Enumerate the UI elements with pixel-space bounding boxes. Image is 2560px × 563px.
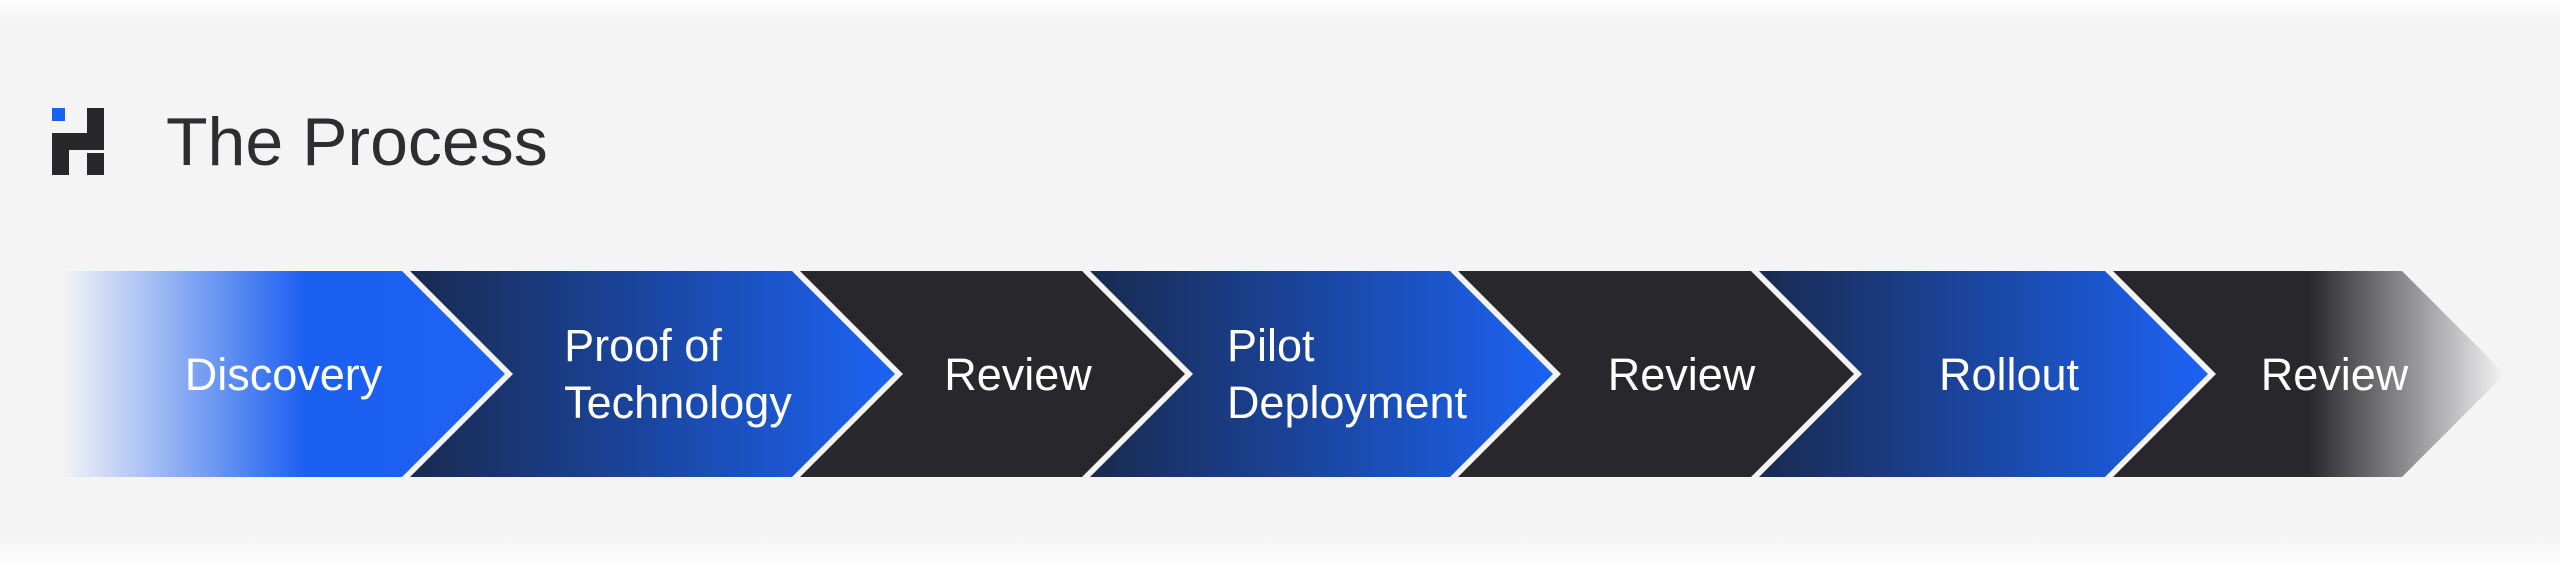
chevron-pilot-deployment	[1090, 271, 1553, 477]
logo-blue-square	[52, 108, 65, 121]
page-title: The Process	[166, 103, 548, 180]
chevron-rollout	[1759, 271, 2208, 477]
logo-left-bar	[52, 133, 69, 175]
chevron-review-2	[1458, 271, 1854, 477]
chevron-review-3	[2113, 271, 2505, 477]
chevron-discovery	[62, 271, 505, 477]
header: The Process	[52, 103, 548, 180]
company-logo-icon	[52, 108, 104, 175]
chevron-proof-of-technology	[410, 271, 895, 477]
logo-foot-square	[87, 153, 104, 175]
process-band	[62, 271, 2505, 477]
chevron-review-1	[800, 271, 1185, 477]
